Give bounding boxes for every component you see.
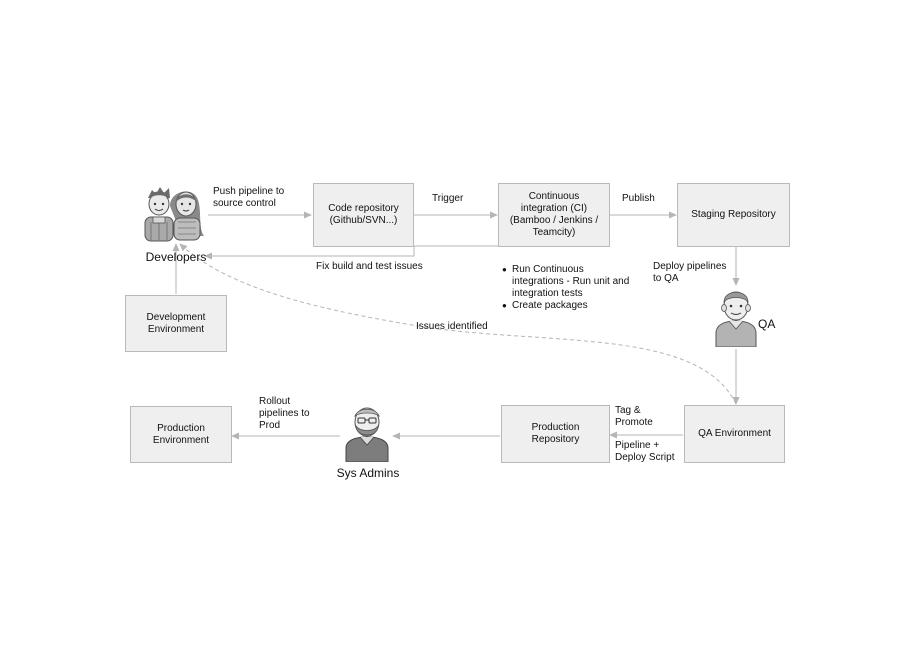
deploy-pipelines-label: Deploy pipelines to QA: [653, 261, 727, 284]
code-repository-label: Code repository (Github/SVN...): [328, 203, 399, 226]
continuous-integration-box: Continuous integration (CI) (Bamboo / Je…: [498, 183, 610, 247]
developers-label: Developers: [145, 250, 207, 264]
fix-build-label: Fix build and test issues: [316, 261, 423, 272]
qa-environment-box: QA Environment: [684, 405, 785, 463]
ci-step: Create packages: [502, 300, 642, 312]
production-repository-box: Production Repository: [501, 405, 610, 463]
push-pipeline-label: Push pipeline to source control: [213, 186, 285, 209]
tag-promote-label: Tag & Promote: [615, 405, 653, 428]
staging-repository-label: Staging Repository: [691, 209, 776, 220]
production-environment-label: Production Environment: [152, 422, 210, 446]
development-environment-box: Development Environment: [125, 295, 227, 352]
issues-identified-label: Issues identified: [416, 321, 488, 332]
pipeline-deploy-script-label: Pipeline + Deploy Script: [615, 440, 675, 463]
qa-label: QA: [758, 317, 776, 331]
edge-fix-build: [204, 246, 415, 260]
continuous-integration-label: Continuous integration (CI) (Bamboo / Je…: [509, 191, 599, 238]
development-environment-label: Development Environment: [146, 311, 206, 335]
edge-issues-identified: [179, 243, 737, 405]
sys-admins-label: Sys Admins: [336, 466, 400, 480]
trigger-label: Trigger: [432, 193, 464, 204]
production-repository-label: Production Repository: [531, 422, 580, 445]
sys-admin-icon: [345, 407, 389, 462]
publish-label: Publish: [622, 193, 655, 204]
qa-environment-label: QA Environment: [698, 428, 771, 439]
ci-step: Run Continuous integrations - Run unit a…: [502, 264, 642, 300]
staging-repository-box: Staging Repository: [677, 183, 790, 247]
developers-icon: [144, 187, 204, 242]
qa-person-icon: [715, 291, 757, 347]
ci-steps-list: Run Continuous integrations - Run unit a…: [502, 264, 642, 312]
production-environment-box: Production Environment: [130, 406, 232, 463]
code-repository-box: Code repository (Github/SVN...): [313, 183, 414, 247]
rollout-label: Rollout pipelines to Prod: [259, 396, 310, 431]
